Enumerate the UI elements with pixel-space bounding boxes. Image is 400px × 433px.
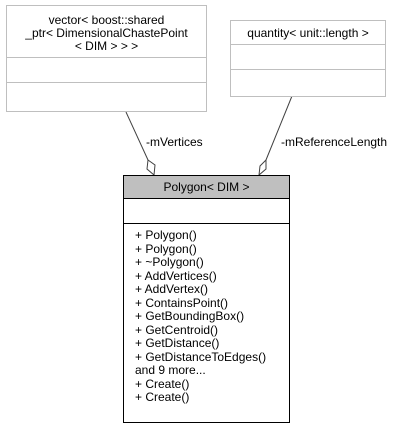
method-add-vertex: + AddVertex() xyxy=(135,282,209,296)
vertices-class-methods xyxy=(7,82,206,107)
polygon-class-title: Polygon< DIM > xyxy=(124,176,289,198)
method-create: + Create() xyxy=(135,390,190,404)
length-edge-line xyxy=(265,95,293,161)
polygon-class-attributes xyxy=(124,198,289,223)
vertices-class-title-line: < DIM > > > xyxy=(74,39,139,53)
method-add-vertices: + AddVertices() xyxy=(135,268,217,283)
method-get-distance: + GetDistance() xyxy=(135,336,220,350)
method-get-bounding-box: + GetBoundingBox() xyxy=(135,309,245,323)
length-edge-label: -mReferenceLength xyxy=(281,135,388,149)
length-aggregation-diamond xyxy=(258,158,267,177)
length-class-title: quantity< unit::length > xyxy=(247,26,369,40)
length-class-attributes xyxy=(231,44,385,69)
vertices-class-attributes xyxy=(7,57,206,82)
more-methods-note: and 9 more... xyxy=(135,363,206,377)
vertices-class-title-line: _ptr< DimensionalChastePoint xyxy=(25,26,188,40)
method-destructor: + ~Polygon() xyxy=(135,255,204,269)
method-get-centroid: + GetCentroid() xyxy=(135,322,219,337)
vertices-edge-line xyxy=(125,111,149,161)
method-polygon: + Polygon() xyxy=(135,241,197,256)
vertices-class-title-line: vector< boost::shared xyxy=(48,13,165,27)
method-polygon: + Polygon() xyxy=(135,228,197,242)
vertices-edge-label: -mVertices xyxy=(146,135,203,149)
method-get-distance-to-edges: + GetDistanceToEdges() xyxy=(135,349,267,364)
length-class-methods xyxy=(231,69,385,94)
polygon-class-methods: + Polygon() + Polygon() + ~Polygon() + A… xyxy=(124,223,289,405)
vertices-aggregation-diamond xyxy=(146,159,156,177)
method-create: + Create() xyxy=(135,376,190,391)
length-class-box: quantity< unit::length > xyxy=(230,20,386,97)
vertices-class-box: vector< boost::shared _ptr< DimensionalC… xyxy=(6,5,207,112)
polygon-class-box: Polygon< DIM > + Polygon() + Polygon() +… xyxy=(123,175,290,423)
vertices-edge xyxy=(125,111,156,177)
method-contains-point: + ContainsPoint() xyxy=(135,295,229,310)
vertices-class-title: vector< boost::shared _ptr< DimensionalC… xyxy=(7,6,206,57)
